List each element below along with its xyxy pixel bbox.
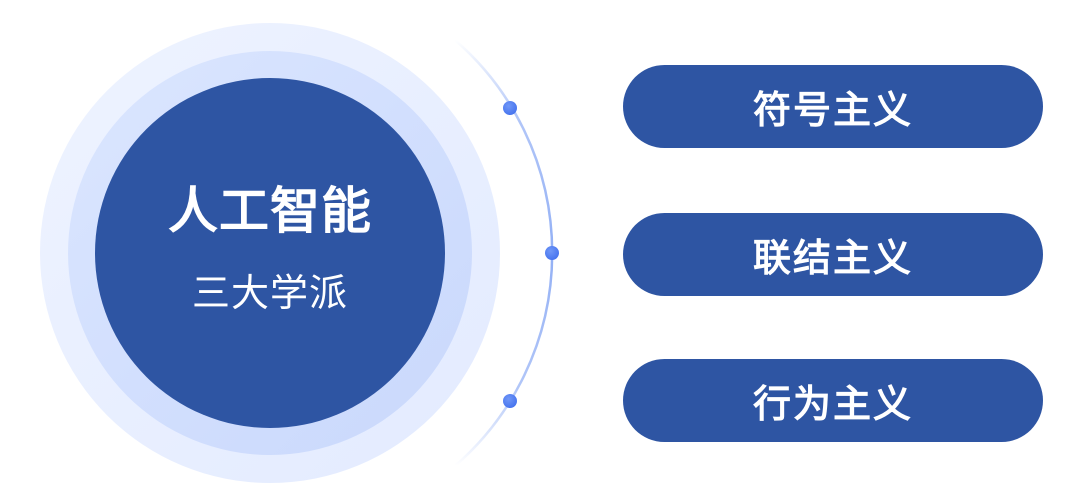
center-circle (95, 78, 445, 428)
connector-dot-1 (503, 101, 517, 115)
center-label: 人工智能 三大学派 (95, 78, 445, 428)
school-connectionism-button[interactable]: 联结主义 (623, 213, 1043, 296)
connector-dot-2 (545, 246, 559, 260)
connector-dot-3 (503, 394, 517, 408)
center-title: 人工智能 (168, 182, 372, 240)
school-symbolism-button[interactable]: 符号主义 (623, 65, 1043, 148)
school-label: 联结主义 (752, 236, 913, 280)
center-subtitle: 三大学派 (191, 271, 348, 315)
school-label: 符号主义 (752, 88, 913, 132)
school-label: 行为主义 (752, 382, 913, 426)
school-behaviorism-button[interactable]: 行为主义 (623, 359, 1043, 442)
